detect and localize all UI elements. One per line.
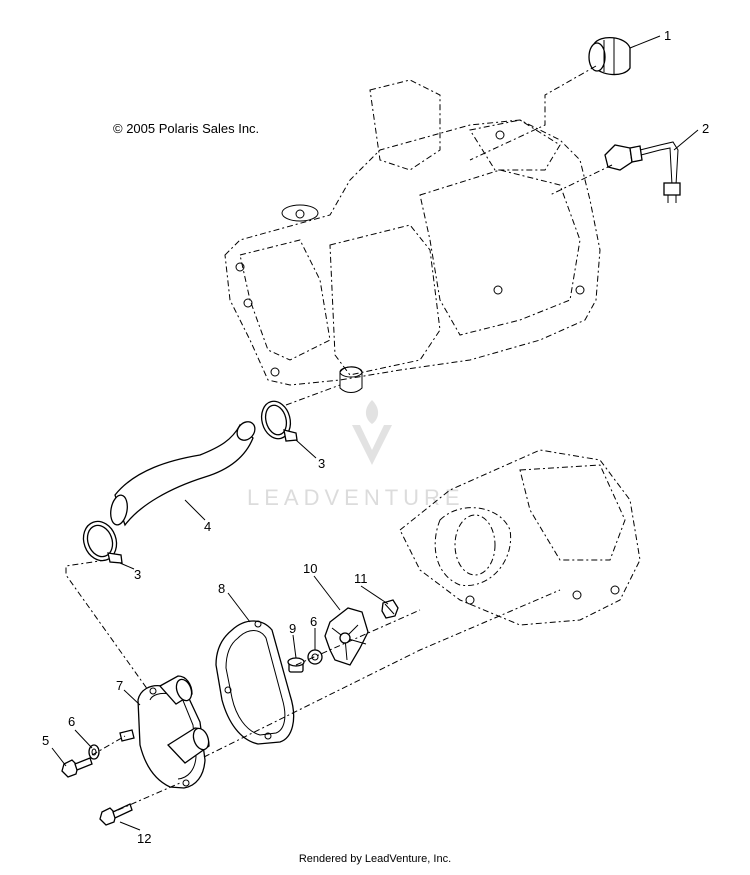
- part-6-washer-left: [88, 744, 100, 760]
- callout-4: 4: [204, 519, 211, 534]
- part-11-nut: [381, 599, 399, 619]
- crankcase: [399, 449, 641, 626]
- callout-12: 12: [137, 831, 151, 846]
- callout-10: 10: [303, 561, 317, 576]
- copyright-notice: © 2005 Polaris Sales Inc.: [113, 121, 260, 136]
- part-10-impeller: [324, 607, 369, 666]
- part-4-hose: [110, 421, 256, 527]
- callout-3-lower: 3: [134, 567, 141, 582]
- callout-6-middle: 6: [310, 614, 317, 629]
- callout-leaders: [51, 35, 699, 831]
- callout-9: 9: [289, 621, 296, 636]
- callout-1: 1: [664, 28, 671, 43]
- callout-8: 8: [218, 581, 225, 596]
- watermark-text: LEADVENTURE: [247, 485, 465, 510]
- part-12-bolt: [99, 803, 133, 826]
- footer-credit: Rendered by LeadVenture, Inc.: [298, 853, 452, 865]
- callout-2: 2: [702, 121, 709, 136]
- callout-6-left: 6: [68, 714, 75, 729]
- part-2-sensor: [604, 141, 681, 203]
- part-5-bolt: [61, 757, 93, 778]
- part-7-pump-cover: [119, 675, 210, 789]
- assembly-lines: [65, 65, 613, 811]
- callout-3-upper: 3: [318, 456, 325, 471]
- part-3-clamp-lower: [82, 520, 123, 564]
- callouts: 1 2 3 4 3 5 6 7 8 9 6 10 11 12: [42, 28, 709, 846]
- part-6-washer-middle: [307, 649, 323, 665]
- part-9-seal: [287, 657, 305, 673]
- part-8-gasket: [215, 620, 295, 745]
- callout-5: 5: [42, 733, 49, 748]
- callout-11: 11: [354, 571, 368, 586]
- leadventure-watermark: LEADVENTURE: [247, 400, 465, 510]
- part-1-plug: [588, 37, 631, 76]
- callout-7: 7: [116, 678, 123, 693]
- cylinder-head: [224, 79, 601, 393]
- part-3-clamp-upper: [260, 400, 298, 442]
